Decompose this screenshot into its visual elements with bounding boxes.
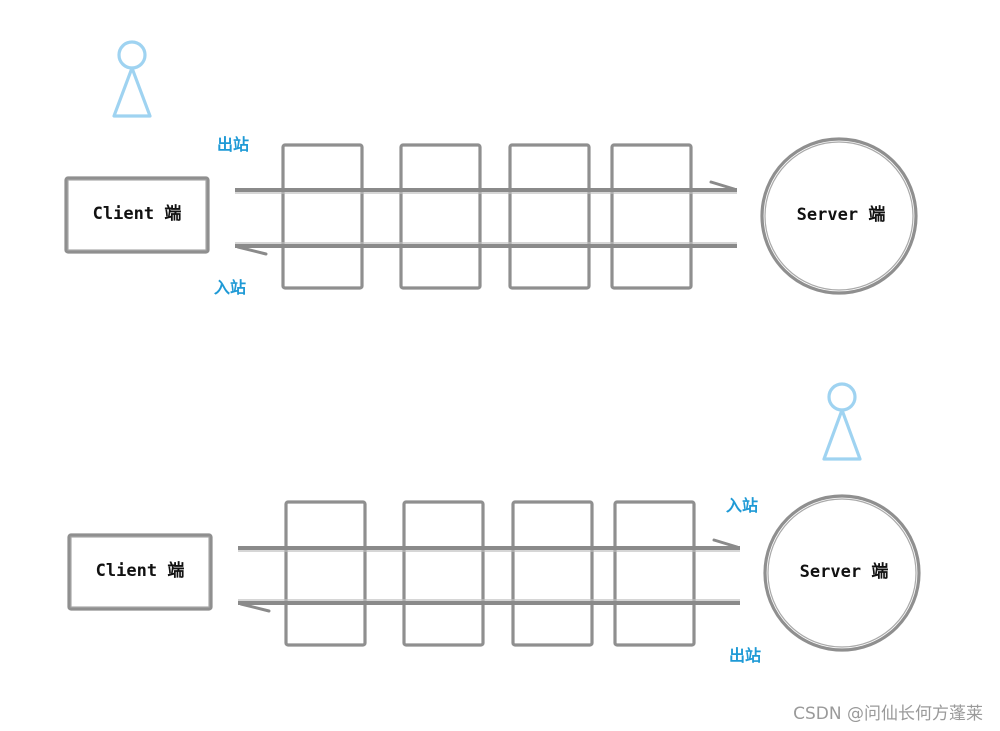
person-icon bbox=[822, 382, 862, 461]
arrow-head-right bbox=[709, 180, 736, 191]
handler-chain bbox=[284, 500, 696, 647]
server-label: Server 端 bbox=[800, 561, 889, 582]
inbound-line bbox=[238, 538, 740, 552]
arrow-head-left bbox=[236, 245, 268, 256]
handler-box bbox=[610, 143, 693, 290]
person-icon bbox=[112, 40, 152, 118]
client-label: Client 端 bbox=[96, 560, 185, 581]
inbound-label: 入站 bbox=[726, 496, 758, 515]
handler-box bbox=[399, 143, 482, 290]
watermark: CSDN @问仙长何方蓬莱 bbox=[793, 704, 983, 724]
diagram-client-perspective: 出站 入站 Client 端 Se bbox=[64, 40, 918, 297]
server-node: Server 端 bbox=[760, 137, 918, 295]
outbound-line bbox=[238, 599, 740, 613]
server-node: Server 端 bbox=[763, 494, 921, 652]
handler-box bbox=[402, 500, 485, 647]
handler-box bbox=[281, 143, 364, 290]
inbound-line bbox=[235, 242, 737, 256]
client-label: Client 端 bbox=[93, 203, 182, 224]
client-node: Client 端 bbox=[67, 533, 213, 611]
handler-box bbox=[508, 143, 591, 290]
client-node: Client 端 bbox=[64, 176, 210, 254]
arrow-head-left bbox=[239, 602, 271, 613]
outbound-line bbox=[235, 180, 737, 194]
outbound-label: 出站 bbox=[217, 135, 249, 154]
server-label: Server 端 bbox=[797, 204, 886, 225]
handler-box bbox=[284, 500, 367, 647]
arrow-head-right bbox=[712, 538, 739, 549]
handler-chain bbox=[281, 143, 693, 290]
diagram-server-perspective: 入站 出站 Client 端 Se bbox=[67, 382, 921, 665]
inbound-label: 入站 bbox=[214, 278, 246, 297]
handler-box bbox=[613, 500, 696, 647]
outbound-label: 出站 bbox=[729, 646, 761, 665]
handler-box bbox=[511, 500, 594, 647]
